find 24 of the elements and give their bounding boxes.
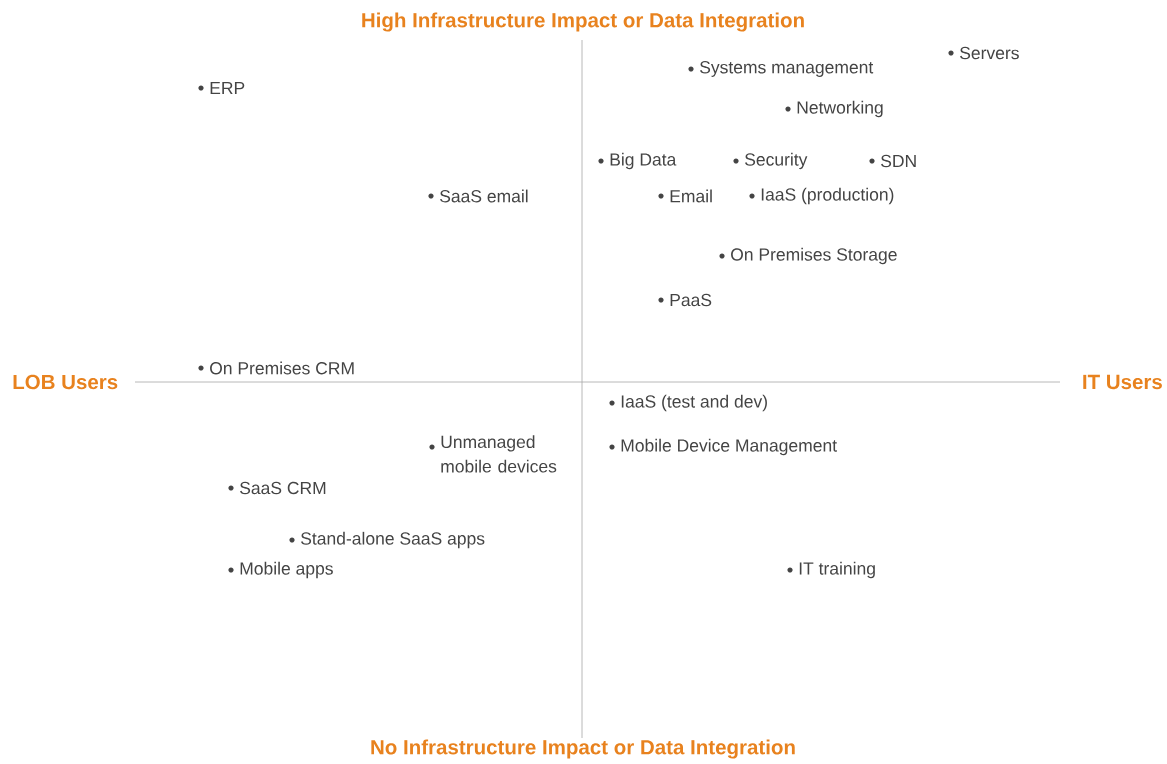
bullet-item: On Premises Storage bbox=[719, 247, 897, 265]
bullet-item: Unmanaged mobile devices bbox=[429, 435, 557, 473]
bullet-item: Big Data bbox=[598, 152, 677, 170]
bullet-item: ERP bbox=[198, 82, 245, 94]
bullet-item: IT training bbox=[787, 561, 875, 579]
bullet-item: Email bbox=[658, 189, 712, 203]
bullet-item: Networking bbox=[785, 100, 883, 118]
bullet-item: On Premises CRM bbox=[198, 361, 354, 375]
bullet-item: IaaS (production) bbox=[749, 187, 894, 205]
bullet-item: Security bbox=[733, 152, 808, 170]
axis-title: High Infrastructure Impact or Data Integration bbox=[362, 12, 804, 32]
bullet-item: SaaS email bbox=[428, 189, 528, 203]
axis-title: No Infrastructure Impact or Data Integration bbox=[371, 739, 795, 759]
axis-title: LOB Users bbox=[13, 374, 118, 390]
axis-title: IT Users bbox=[1083, 374, 1162, 390]
bullet-item: PaaS bbox=[658, 293, 712, 307]
bullet-item: Mobile Device Management bbox=[609, 438, 837, 456]
bullet-item: SaaS CRM bbox=[228, 481, 326, 495]
bullet-item: Mobile apps bbox=[228, 561, 333, 579]
bullet-item: Stand-alone SaaS apps bbox=[289, 531, 485, 549]
bullet-item: SDN bbox=[869, 154, 916, 168]
bullet-item: Servers bbox=[948, 46, 1019, 60]
bullet-item: IaaS (test and dev) bbox=[609, 394, 767, 412]
bullet-item: Systems management bbox=[688, 61, 874, 77]
